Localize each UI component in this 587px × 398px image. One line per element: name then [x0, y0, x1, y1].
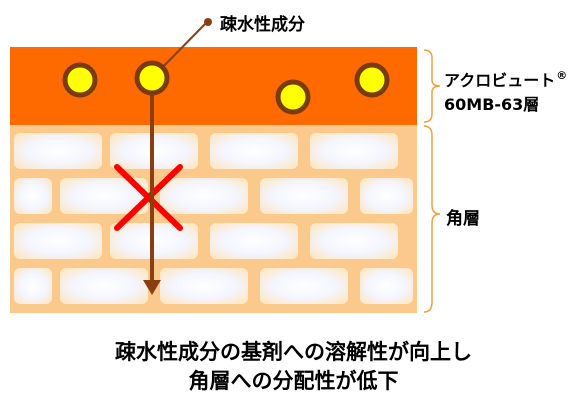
brick: [310, 223, 398, 259]
arrow-down-icon: [143, 86, 161, 295]
brick: [360, 178, 413, 214]
brick: [60, 268, 148, 304]
brick: [210, 223, 298, 259]
layer-label: アクロビュート® 60MB-63層: [444, 64, 567, 117]
brick: [14, 178, 52, 214]
particle-icon: [134, 60, 170, 96]
particles: [62, 62, 390, 115]
stratum-bracket: [423, 125, 441, 313]
brick: [14, 223, 102, 259]
layer-label-line2: 60MB-63層: [444, 95, 540, 114]
caption-line-2: 角層への分配性が低下: [188, 369, 399, 393]
brick: [14, 133, 102, 169]
brick: [14, 268, 52, 304]
stratum-corneum-label: 角層: [446, 209, 480, 229]
brick: [210, 133, 298, 169]
diagram-caption: 疎水性成分の基剤への溶解性が向上し 角層への分配性が低下: [0, 338, 587, 396]
brick: [310, 133, 398, 169]
brick-grid: [14, 133, 413, 304]
brick: [260, 268, 348, 304]
particle-icon: [62, 62, 98, 98]
particle-icon: [275, 79, 311, 115]
particle-icon: [354, 62, 390, 98]
cross-icon: [114, 164, 183, 231]
registered-mark: ®: [556, 69, 568, 82]
layer-name: アクロビュート: [444, 71, 556, 90]
brick: [160, 268, 248, 304]
layer-bracket: [423, 49, 441, 123]
brick: [360, 268, 413, 304]
brick: [260, 178, 348, 214]
brick: [160, 178, 248, 214]
hydrophobic-component-label: 疎水性成分: [220, 15, 305, 35]
brick: [60, 178, 148, 214]
caption-line-1: 疎水性成分の基剤への溶解性が向上し: [115, 340, 472, 364]
pointer-dot: [204, 18, 212, 26]
